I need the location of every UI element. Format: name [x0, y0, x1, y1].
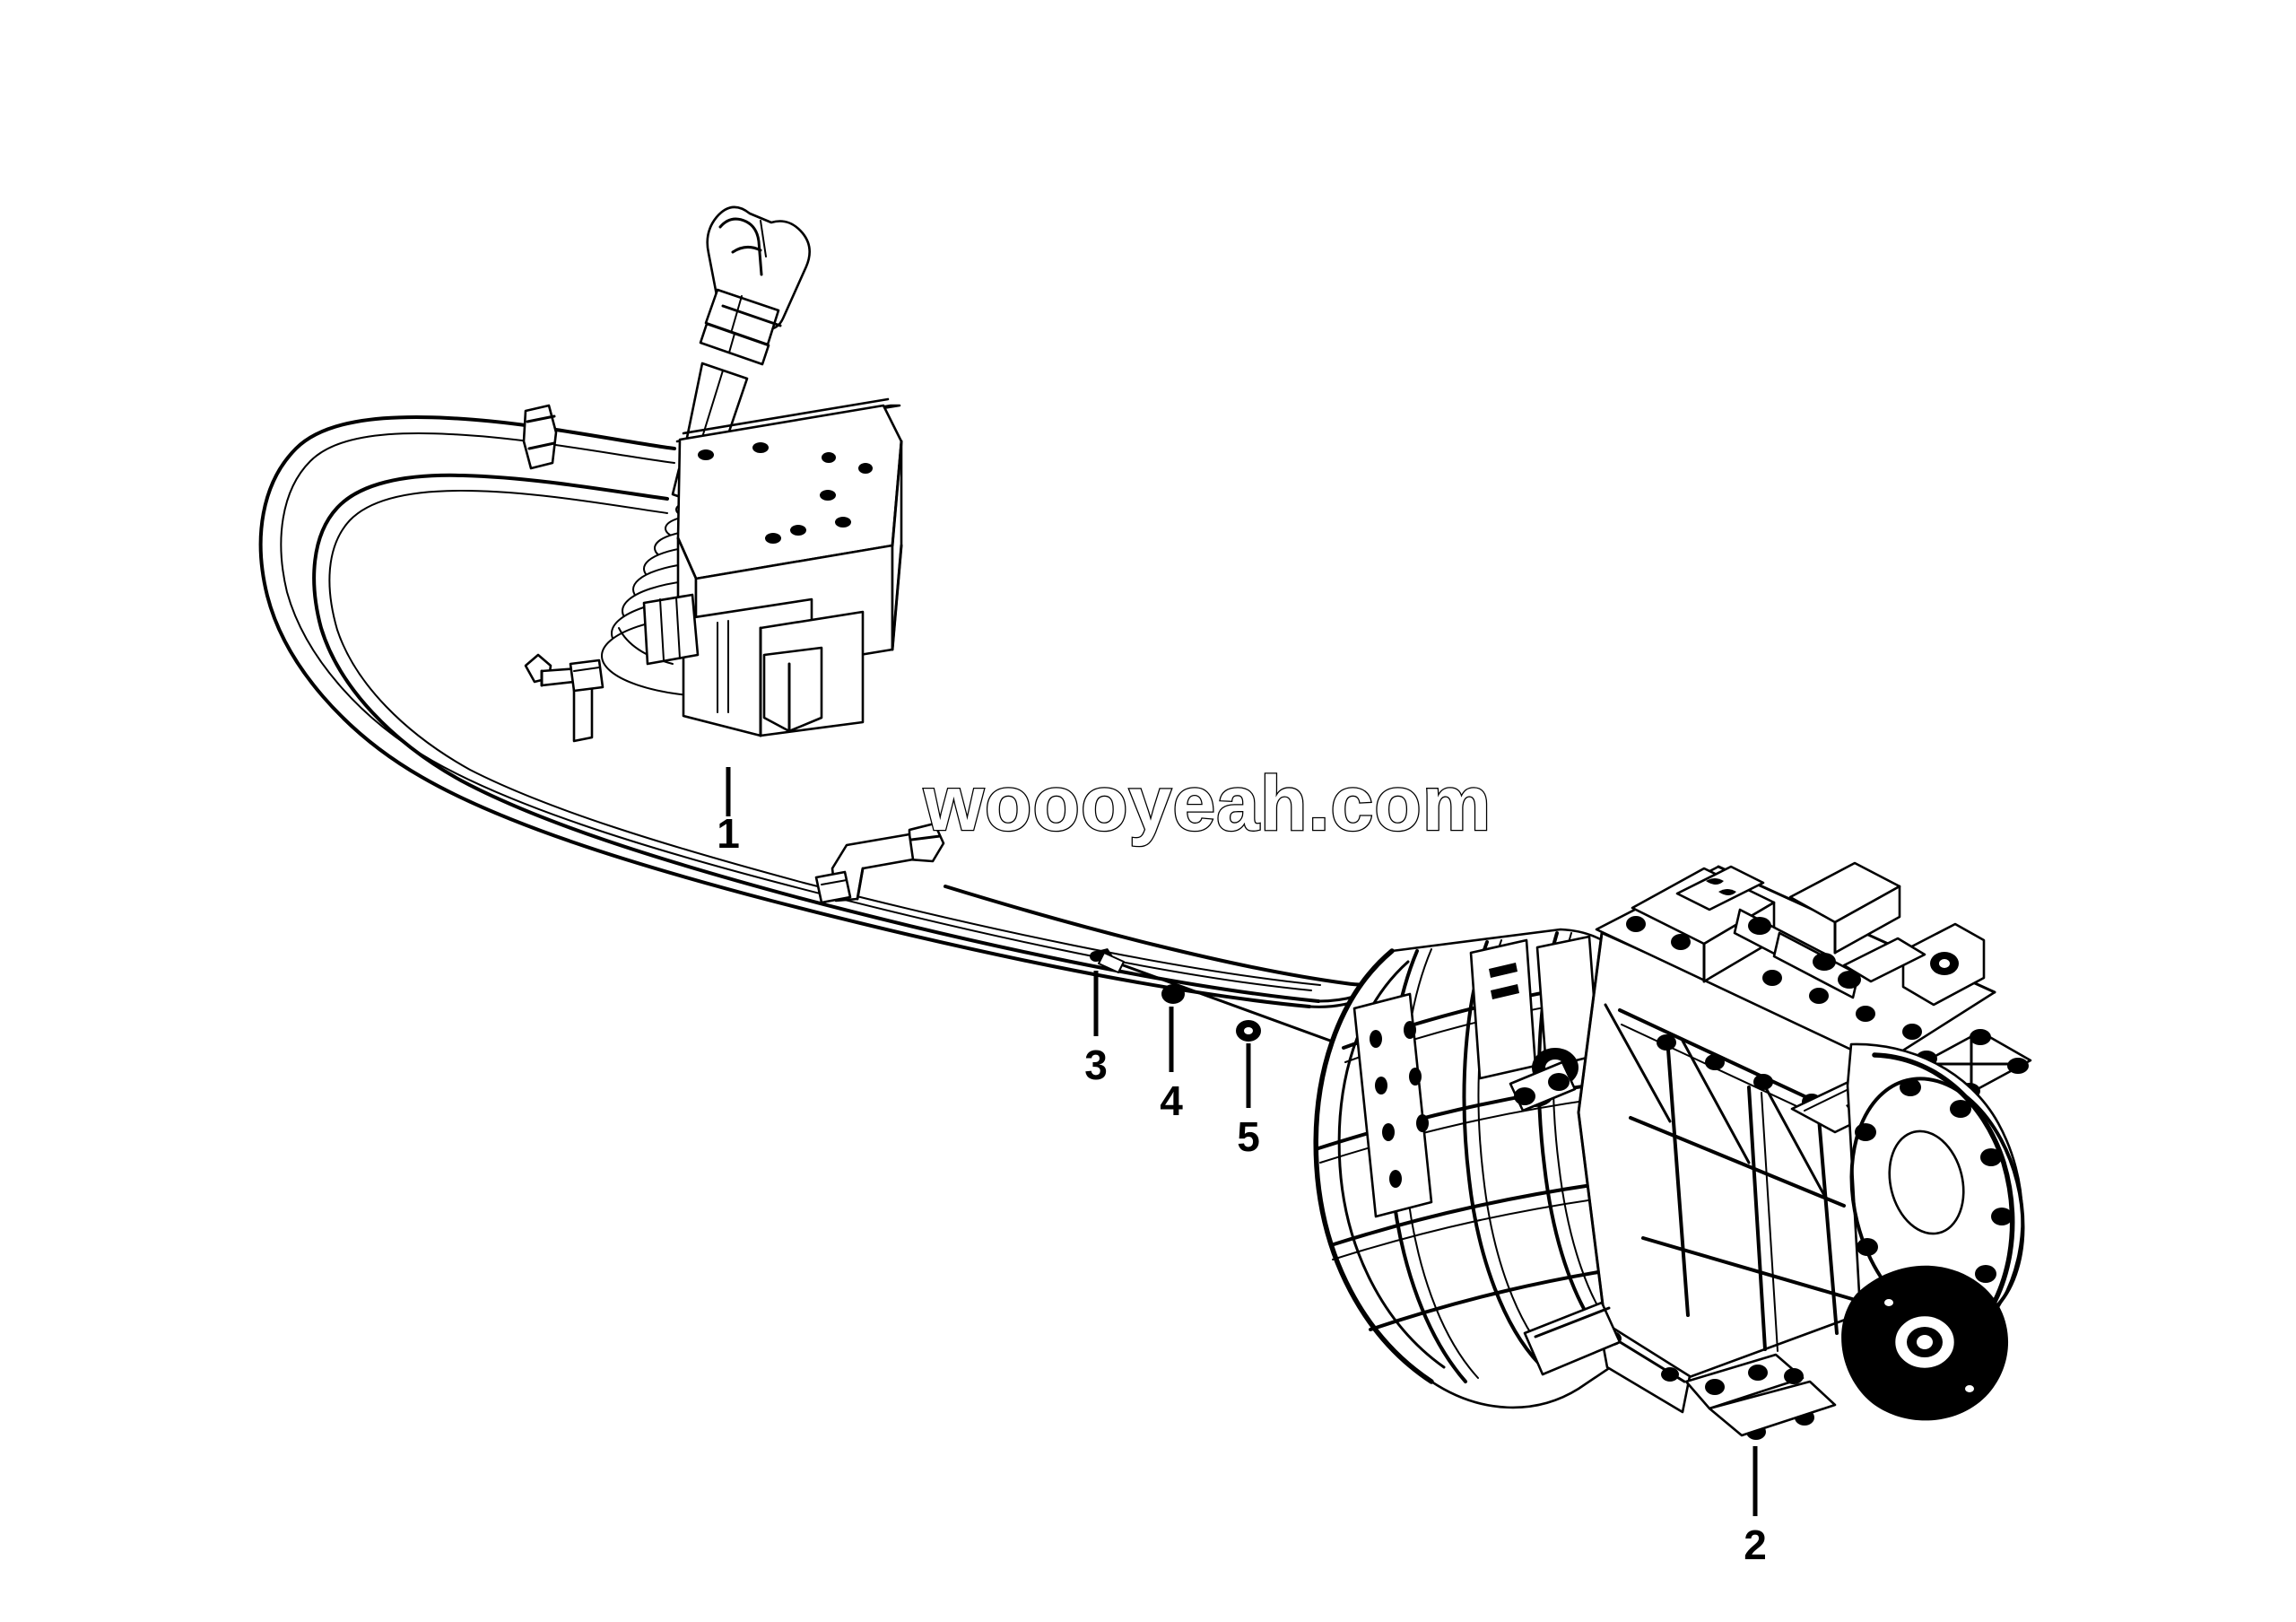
shifter-base-box [642, 397, 903, 737]
callout-2: 2 [1744, 1446, 1767, 1568]
callout-1-label: 1 [717, 810, 740, 857]
callout-5: 5 [1237, 1043, 1260, 1160]
mounting-tabs [1469, 935, 1600, 1080]
washer-part [1236, 1020, 1261, 1042]
callout-3: 3 [1084, 971, 1108, 1088]
shift-tower [1631, 861, 1986, 1007]
clutch-release-linkage [1509, 1048, 1578, 1112]
front-support-foot [1523, 1301, 1622, 1376]
shift-knob [699, 205, 811, 366]
gearbox-main-body [1577, 931, 1883, 1383]
cable-clamp-bracket-left [524, 653, 604, 743]
callout-2-label: 2 [1744, 1522, 1767, 1568]
cable-clamp-bracket-lower [814, 822, 945, 904]
callout-1: 1 [717, 767, 740, 857]
bellhousing-flange-plate [1352, 992, 1433, 1218]
output-flange-yoke [1841, 1265, 2009, 1421]
transmission-assembly [1313, 861, 2032, 1440]
callout-4: 4 [1160, 1007, 1183, 1124]
callout-5-label: 5 [1237, 1113, 1260, 1160]
gearshift-lever-assembly [601, 205, 903, 737]
gearbox-sump [1596, 1317, 1837, 1440]
callout-3-label: 3 [1084, 1042, 1108, 1088]
cable-clamp-bracket-upper [522, 404, 558, 470]
callout-4-label: 4 [1160, 1077, 1183, 1124]
bolt-part [1090, 948, 1125, 973]
watermark-text: woooyeah.com [923, 761, 1492, 847]
nut-part [1161, 984, 1185, 1004]
